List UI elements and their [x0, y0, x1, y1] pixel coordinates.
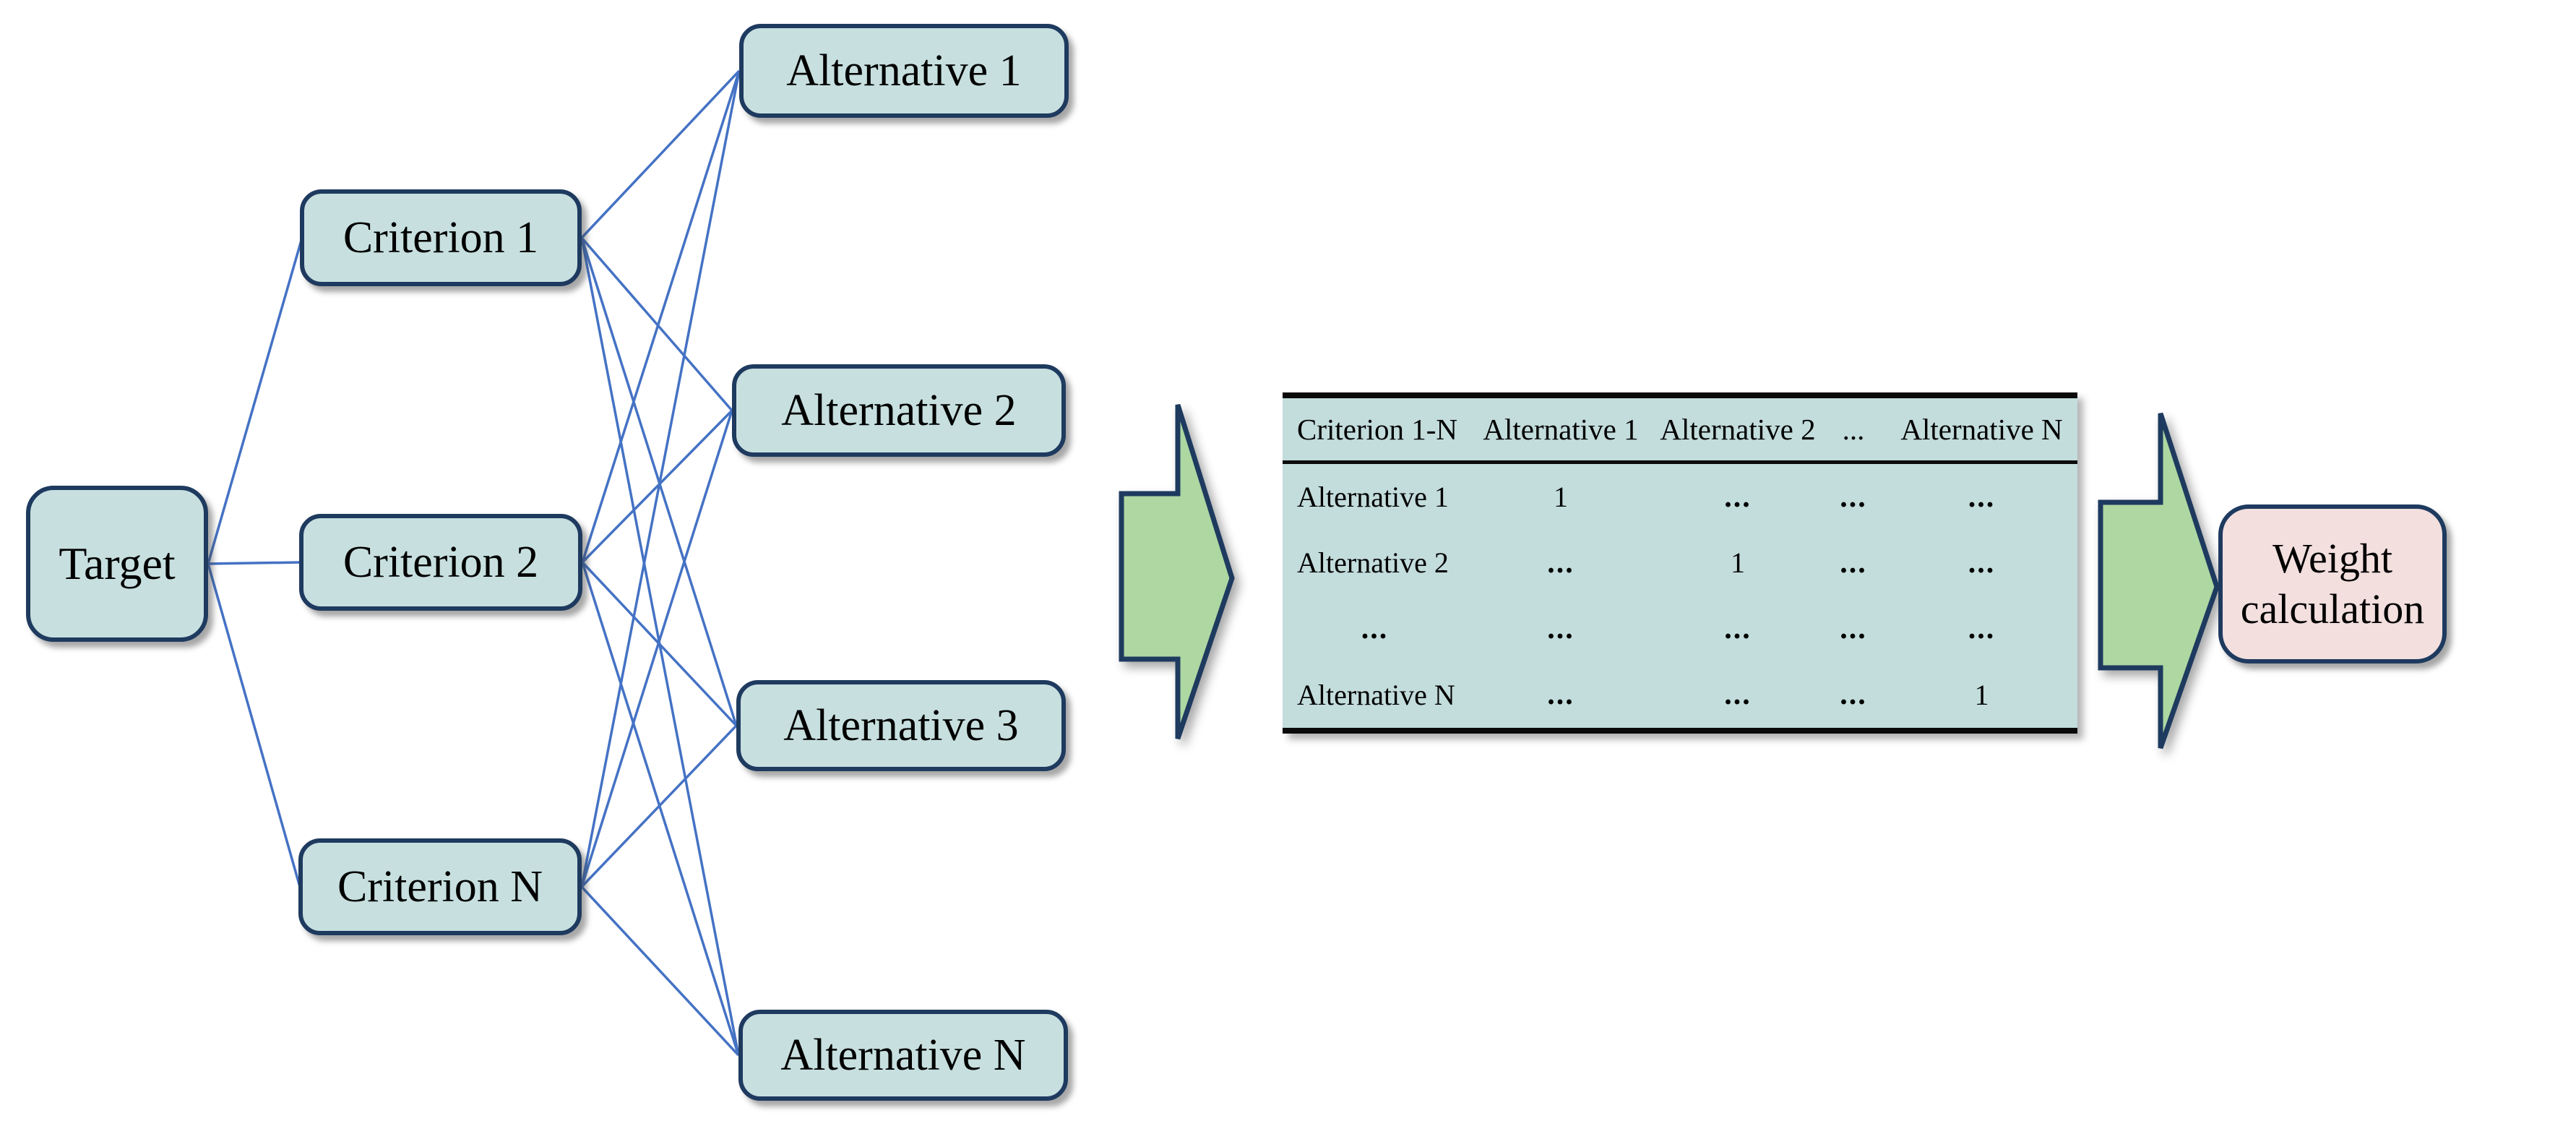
matrix-cell: ...	[1840, 546, 1867, 580]
matrix-header-cell: Alternative N	[1900, 413, 2063, 446]
node-alternative-n: Alternative N	[738, 1010, 1068, 1101]
flow-arrow-to-result	[2098, 412, 2220, 749]
matrix-cell: 1	[1974, 678, 1989, 711]
matrix-cell: ...	[1724, 480, 1752, 514]
matrix-header-cell: Criterion 1-N	[1297, 413, 1458, 446]
pairwise-comparison-matrix: Criterion 1-N Alternative 1 Alternative …	[1283, 392, 2077, 734]
target-to-criteria-lines	[207, 237, 303, 888]
matrix-cell: ...	[1840, 678, 1867, 712]
matrix-header-cell: ...	[1842, 413, 1865, 446]
matrix-row: Alternative 2 ... 1 ... ...	[1283, 530, 2077, 596]
matrix-cell: ...	[1968, 480, 1996, 514]
matrix-header-cell: Alternative 2	[1660, 413, 1816, 446]
node-weight-calculation: Weight calculation	[2218, 504, 2447, 663]
matrix-cell: ...	[1840, 612, 1867, 646]
matrix-header-cell: Alternative 1	[1483, 413, 1639, 446]
node-alternative-3: Alternative 3	[736, 680, 1066, 771]
criteria-to-alternatives-lines	[580, 69, 741, 1057]
matrix-cell: 1	[1554, 481, 1568, 514]
matrix-cell: ...	[1840, 480, 1867, 514]
node-criterion-1: Criterion 1	[300, 189, 582, 286]
matrix-row-label: ...	[1361, 612, 1389, 646]
node-criterion-2: Criterion 2	[299, 514, 582, 611]
matrix-row-label: Alternative 1	[1297, 481, 1449, 514]
matrix-row: Alternative 1 1 ... ... ...	[1283, 464, 2077, 530]
matrix-cell: ...	[1724, 612, 1752, 646]
matrix-row: ... ... ... ... ...	[1283, 596, 2077, 662]
matrix-row: Alternative N ... ... ... 1	[1283, 662, 2077, 728]
matrix-cell: ...	[1724, 678, 1752, 712]
matrix-cell: ...	[1547, 678, 1575, 712]
node-criterion-n: Criterion N	[298, 838, 582, 935]
matrix-row-label: Alternative 2	[1297, 546, 1449, 580]
matrix-row-label: Alternative N	[1297, 678, 1455, 711]
flow-arrow-to-matrix	[1119, 403, 1235, 740]
matrix-cell: ...	[1547, 612, 1575, 646]
matrix-cell: ...	[1547, 546, 1575, 580]
matrix-cell: ...	[1968, 546, 1996, 580]
node-alternative-2: Alternative 2	[732, 364, 1066, 457]
matrix-cell: 1	[1731, 546, 1745, 580]
node-target: Target	[26, 486, 208, 642]
matrix-cell: ...	[1968, 612, 1996, 646]
node-alternative-1: Alternative 1	[739, 24, 1069, 118]
matrix-header-row: Criterion 1-N Alternative 1 Alternative …	[1283, 398, 2077, 464]
